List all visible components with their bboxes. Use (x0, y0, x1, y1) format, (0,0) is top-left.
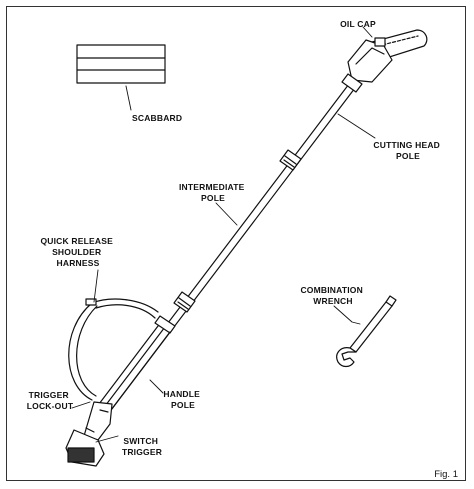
harness-clip (154, 315, 176, 334)
oil-cap-label: OIL CAP (340, 19, 376, 29)
scabbard-label: SCABBARD (132, 113, 182, 123)
pole-shaft (95, 79, 359, 423)
oil-cap-part (374, 37, 386, 47)
handle-pole-label: HANDLE POLE (163, 389, 202, 410)
motor-housing (65, 401, 113, 467)
labels: OIL CAP SCABBARD CUTTING HEAD POLE INTER… (27, 19, 458, 480)
handle-grip (95, 325, 171, 419)
intermediate-pole-label: INTERMEDIATE POLE (179, 182, 247, 203)
cutting-head-pole-label: CUTTING HEAD POLE (373, 140, 442, 161)
switch-trigger-label: SWITCH TRIGGER (122, 436, 162, 457)
combination-wrench (336, 295, 397, 368)
shoulder-harness-strap (68, 298, 159, 401)
combination-wrench-label: COMBINATION WRENCH (300, 285, 365, 306)
leader-lines (71, 26, 376, 443)
figure-border (6, 6, 466, 481)
quick-release-harness-label: QUICK RELEASE SHOULDER HARNESS (40, 236, 115, 268)
pole-coupler-upper (279, 149, 302, 171)
pole-coupler-lower (173, 291, 196, 313)
trigger-lockout-label: TRIGGER LOCK-OUT (27, 390, 74, 411)
cutting-head (341, 29, 428, 93)
figure-caption: Fig. 1 (434, 469, 458, 480)
scabbard (76, 44, 166, 84)
